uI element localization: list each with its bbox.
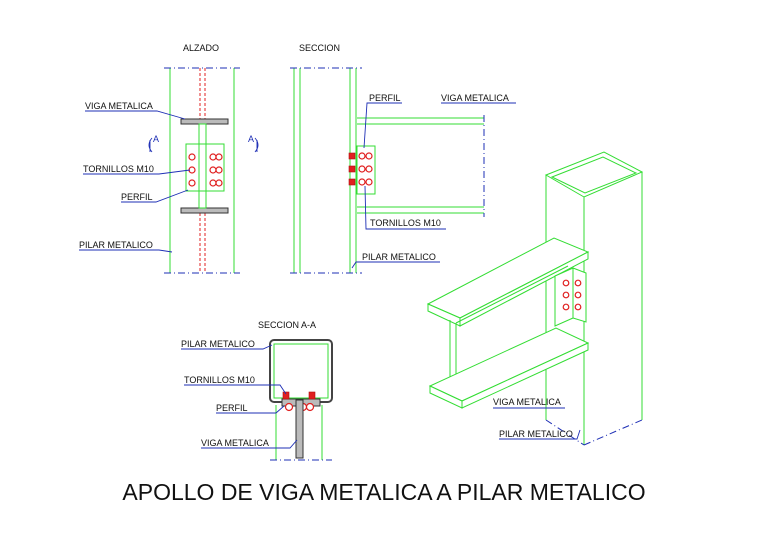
seccion-aa-leader-viga [201,439,298,449]
alzado-bolts [188,153,223,187]
section-mark-left-icon [148,137,153,153]
seccion-aa-label-perfil: PERFIL [216,403,248,413]
isometric-view: VIGA METALICA PILAR METALICO [426,151,644,446]
bolt-icon [348,152,356,160]
seccion-aa-view: SECCION A-A PILAR METALICO TORNILLOS M10… [181,320,333,461]
iso-bolts [562,279,582,311]
bolt-icon [215,153,223,161]
seccion-aa-leader-tornillos [184,384,287,395]
bolt-icon [308,391,316,400]
seccion-aa-beam-web [295,399,304,459]
bolt-icon [574,291,582,299]
seccion-leader-pilar [351,261,440,269]
seccion-leader-tornillos [364,185,446,230]
seccion-aa-leader-perfil [216,405,285,414]
bolt-icon [574,279,582,287]
bolt-icon [562,279,570,287]
seccion-aa-label-tornillos: TORNILLOS M10 [184,375,255,385]
bolt-icon [365,178,373,186]
alzado-label-pilar: PILAR METALICO [79,240,153,250]
bolt-icon [209,179,217,187]
seccion-view: SECCION PERFIL VIGA METALICA [290,43,516,274]
bolt-icon [305,402,315,412]
alzado-leader-perfil [121,189,189,203]
drawing-title: APOLLO DE VIGA METALICA A PILAR METALICO [122,479,645,505]
seccion-title: SECCION [299,43,340,53]
bolt-icon [348,165,356,173]
bolt-icon [215,166,223,174]
seccion-aa-label-viga: VIGA METALICA [201,438,269,448]
seccion-label-tornillos: TORNILLOS M10 [370,218,441,228]
section-mark-right-icon [254,137,259,153]
seccion-aa-label-pilar: PILAR METALICO [181,339,255,349]
alzado-beam-top-flange [180,118,229,125]
seccion-aa-title: SECCION A-A [258,320,316,330]
bolt-icon [358,178,366,186]
bolt-icon [358,165,366,173]
seccion-label-viga: VIGA METALICA [441,93,509,103]
seccion-aa-column-outer [269,339,333,403]
seccion-aa-column-inner [273,343,329,399]
iso-leader-pilar [499,429,581,440]
bolt-icon [188,179,196,187]
alzado-leader-viga [85,110,186,120]
bolt-icon [209,153,217,161]
alzado-view: ALZADO A A [79,43,259,274]
alzado-beam-bottom-flange [180,207,229,214]
alzado-leader-pilar [79,249,173,253]
bolt-icon [574,303,582,311]
alzado-label-perfil: PERFIL [121,192,153,202]
bolt-icon [188,153,196,161]
seccion-bolts [348,152,373,186]
seccion-leader-perfil [363,102,402,149]
bolt-icon [284,402,294,412]
bolt-icon [348,178,356,186]
alzado-title: ALZADO [183,43,219,53]
section-mark-left: A [153,134,159,144]
iso-label-viga: VIGA METALICA [493,397,561,407]
seccion-aa-leader-pilar [181,344,273,350]
bolt-icon [365,152,373,160]
alzado-label-tornillos: TORNILLOS M10 [83,164,154,174]
section-mark-right: A [248,134,254,144]
bolt-icon [562,291,570,299]
bolt-icon [358,152,366,160]
seccion-label-pilar: PILAR METALICO [362,252,436,262]
bolt-icon [365,165,373,173]
bolt-icon [282,391,290,400]
bolt-icon [209,166,217,174]
iso-label-pilar: PILAR METALICO [499,429,573,439]
iso-column-top [544,151,644,198]
bolt-icon [215,179,223,187]
seccion-label-perfil: PERFIL [369,93,401,103]
bolt-icon [562,303,570,311]
alzado-leader-tornillos [83,169,191,175]
alzado-label-viga: VIGA METALICA [85,101,153,111]
iso-beam-bottom-flange [428,327,590,402]
